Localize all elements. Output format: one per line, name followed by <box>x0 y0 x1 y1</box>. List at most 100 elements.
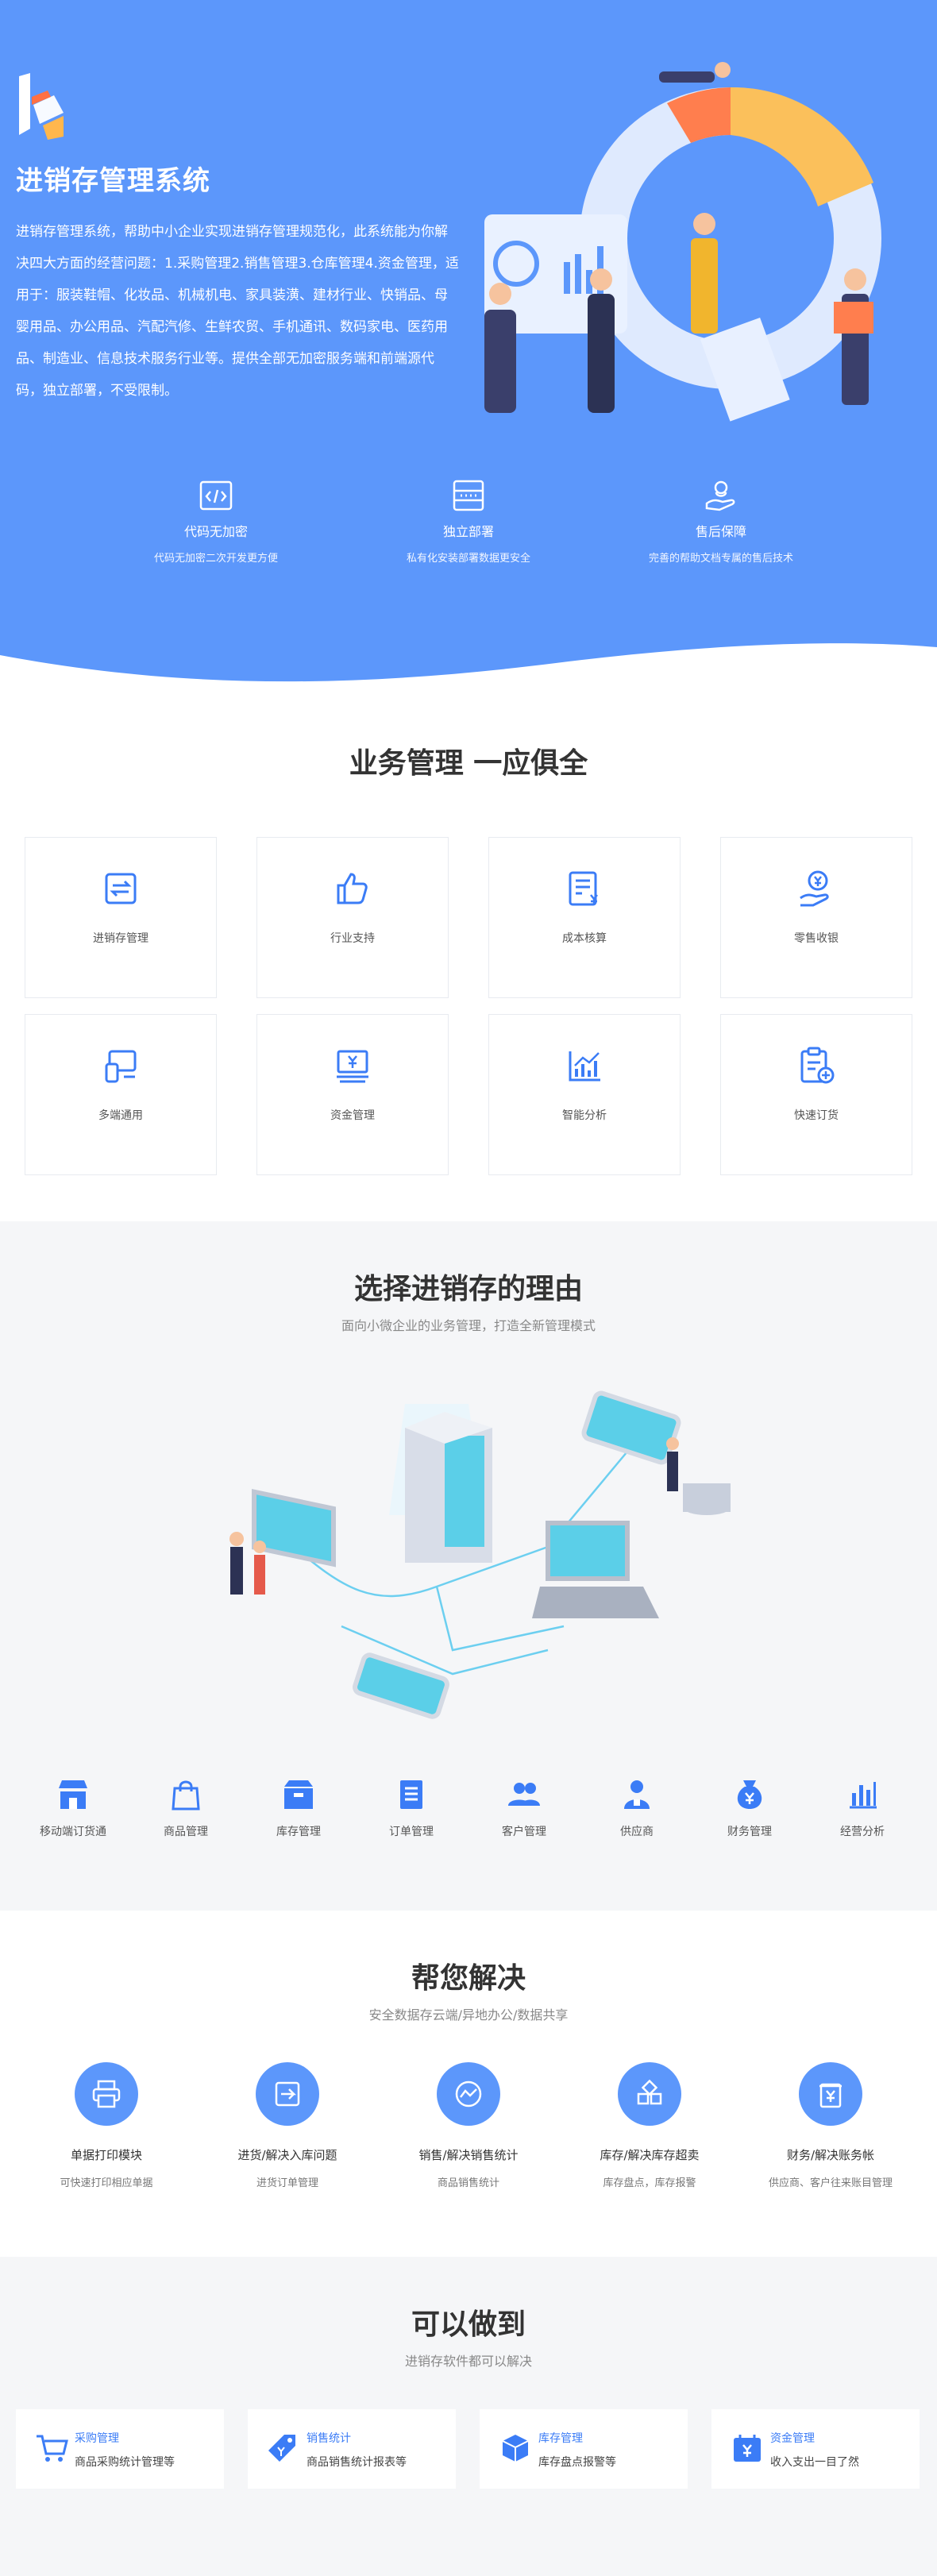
cando-card-subtitle: 商品采购统计管理等 <box>75 2456 175 2469</box>
cando-subtitle: 进销存软件都可以解决 <box>404 2354 532 2369</box>
biz-card-cost[interactable]: 成本核算 <box>488 837 681 998</box>
biz-label: 零售收银 <box>794 932 839 945</box>
help-item-stock[interactable]: 库存/解决库存超卖 库存盘点，库存报警 <box>570 2062 729 2189</box>
help-item-title: 财务/解决账务帐 <box>786 2148 875 2162</box>
biz-label: 行业支持 <box>330 932 375 945</box>
business-title: 业务管理 一应俱全 <box>349 747 588 780</box>
help-item-subtitle: 商品销售统计 <box>437 2177 499 2189</box>
help-item-finance[interactable]: 财务/解决账务帐 供应商、客户往来账目管理 <box>751 2062 910 2189</box>
hero-features: 代码无加密 代码无加密二次开发更方便 独立部署 私有化安装部署数据更安全 售后保… <box>0 476 937 580</box>
biz-label: 智能分析 <box>562 1109 607 1122</box>
reason-label: 商品管理 <box>164 1826 208 1838</box>
cando-section: 可以做到 进销存软件都可以解决 采购管理 商品采购统计管理等 销售统计 商品销售… <box>0 2257 937 2576</box>
reason-item[interactable]: 财务管理 <box>694 1777 805 1839</box>
reason-label: 经营分析 <box>840 1826 885 1838</box>
help-subtitle: 安全数据存云端/异地办公/数据共享 <box>368 2007 569 2023</box>
cando-card-title: 销售统计 <box>307 2432 351 2445</box>
hero-wave-divider <box>0 643 937 691</box>
cando-card-title: 采购管理 <box>75 2432 119 2445</box>
biz-card-finance[interactable]: 资金管理 <box>256 1014 449 1175</box>
cando-card-title: 资金管理 <box>770 2432 815 2445</box>
cando-card-purchase[interactable]: 采购管理 商品采购统计管理等 <box>16 2409 224 2489</box>
box-icon <box>284 1780 313 1809</box>
code-icon <box>199 480 233 511</box>
help-title: 帮您解决 <box>411 1962 526 1995</box>
help-item-title: 销售/解决销售统计 <box>418 2148 519 2162</box>
clipboard-add-icon <box>800 1047 835 1084</box>
reason-item[interactable]: 移动端订货通 <box>17 1777 129 1839</box>
users-icon <box>508 1783 540 1806</box>
reasons-title: 选择进销存的理由 <box>353 1273 583 1305</box>
help-item-title: 单据打印模块 <box>70 2148 142 2162</box>
money-bag-icon <box>737 1780 762 1809</box>
biz-label: 成本核算 <box>562 932 607 945</box>
reason-label: 财务管理 <box>727 1826 772 1838</box>
reason-item[interactable]: 商品管理 <box>130 1777 241 1839</box>
biz-card-inventory[interactable]: 进销存管理 <box>25 837 217 998</box>
help-item-sales[interactable]: 销售/解决销售统计 商品销售统计 <box>389 2062 548 2189</box>
feature-title: 代码无加密 <box>183 524 248 539</box>
invoice-icon <box>569 871 598 906</box>
grid-icon <box>637 2079 662 2105</box>
cando-card-sales[interactable]: 销售统计 商品销售统计报表等 <box>248 2409 456 2489</box>
help-item-subtitle: 可快速打印相应单据 <box>60 2177 153 2189</box>
chart-icon <box>569 1051 600 1082</box>
thumbs-up-icon <box>337 873 368 904</box>
supplier-icon <box>624 1780 650 1809</box>
feature-support: 售后保障 完善的帮助文档专属的售后技术 <box>610 476 832 565</box>
biz-card-order[interactable]: 快速订货 <box>720 1014 912 1175</box>
cando-card-subtitle: 商品销售统计报表等 <box>307 2456 407 2469</box>
help-icon-circle <box>618 2062 681 2126</box>
in-out-icon <box>275 2081 300 2107</box>
hero-title: 进销存管理系统 <box>16 165 210 197</box>
cando-card-subtitle: 库存盘点报警等 <box>538 2456 616 2469</box>
support-hand-icon <box>705 480 735 511</box>
help-icon-circle <box>75 2062 138 2126</box>
store-icon <box>59 1780 87 1809</box>
biz-card-industry[interactable]: 行业支持 <box>256 837 449 998</box>
biz-label: 快速订货 <box>794 1109 839 1122</box>
help-item-print[interactable]: 单据打印模块 可快速打印相应单据 <box>27 2062 186 2189</box>
feature-subtitle: 私有化安装部署数据更安全 <box>406 553 530 565</box>
reason-label: 客户管理 <box>502 1826 546 1838</box>
hand-coin-icon <box>800 870 829 907</box>
help-item-subtitle: 进货订单管理 <box>256 2177 318 2189</box>
trend-icon <box>455 2080 482 2107</box>
network-illustration <box>229 1390 731 1719</box>
money-icon <box>337 1050 368 1083</box>
feature-title: 独立部署 <box>442 524 494 539</box>
biz-card-analysis[interactable]: 智能分析 <box>488 1014 681 1175</box>
printer-icon <box>92 2080 121 2108</box>
calendar-yen-icon <box>734 2435 761 2462</box>
reason-item[interactable]: 经营分析 <box>807 1777 918 1839</box>
reason-item[interactable]: 供应商 <box>581 1777 692 1839</box>
cando-card-finance[interactable]: 资金管理 收入支出一目了然 <box>711 2409 920 2489</box>
help-item-title: 进货/解决入库问题 <box>237 2148 337 2162</box>
reason-item[interactable]: 客户管理 <box>468 1777 580 1839</box>
cando-card-title: 库存管理 <box>538 2432 583 2445</box>
biz-label: 多端通用 <box>98 1109 143 1122</box>
feature-subtitle: 代码无加密二次开发更方便 <box>153 553 278 565</box>
hero-illustration <box>484 62 881 422</box>
biz-card-retail[interactable]: 零售收银 <box>720 837 912 998</box>
cando-card-stock[interactable]: 库存管理 库存盘点报警等 <box>480 2409 688 2489</box>
help-icon-circle <box>437 2062 500 2126</box>
help-item-title: 库存/解决库存超卖 <box>600 2148 700 2162</box>
list-icon <box>400 1780 422 1809</box>
exchange-icon <box>105 873 137 904</box>
reason-label: 订单管理 <box>389 1826 434 1838</box>
help-item-purchase[interactable]: 进货/解决入库问题 进货订单管理 <box>208 2062 367 2189</box>
yen-icon <box>819 2083 842 2108</box>
reason-item[interactable]: 订单管理 <box>356 1777 467 1839</box>
hero-banner: 进销存管理系统 进销存管理系统，帮助中小企业实现进销存管理规范化，此系统能为你解… <box>0 0 937 691</box>
biz-card-multi[interactable]: 多端通用 <box>25 1014 217 1175</box>
help-item-subtitle: 库存盘点，库存报警 <box>603 2177 696 2189</box>
reason-item[interactable]: 库存管理 <box>243 1777 354 1839</box>
biz-label: 进销存管理 <box>93 932 148 945</box>
tag-icon <box>268 2435 295 2462</box>
reason-label: 供应商 <box>620 1826 654 1838</box>
feature-title: 售后保障 <box>695 524 746 539</box>
cando-title: 可以做到 <box>411 2308 526 2341</box>
biz-label: 资金管理 <box>330 1109 375 1122</box>
feature-deploy: 独立部署 私有化安装部署数据更安全 <box>357 476 580 565</box>
